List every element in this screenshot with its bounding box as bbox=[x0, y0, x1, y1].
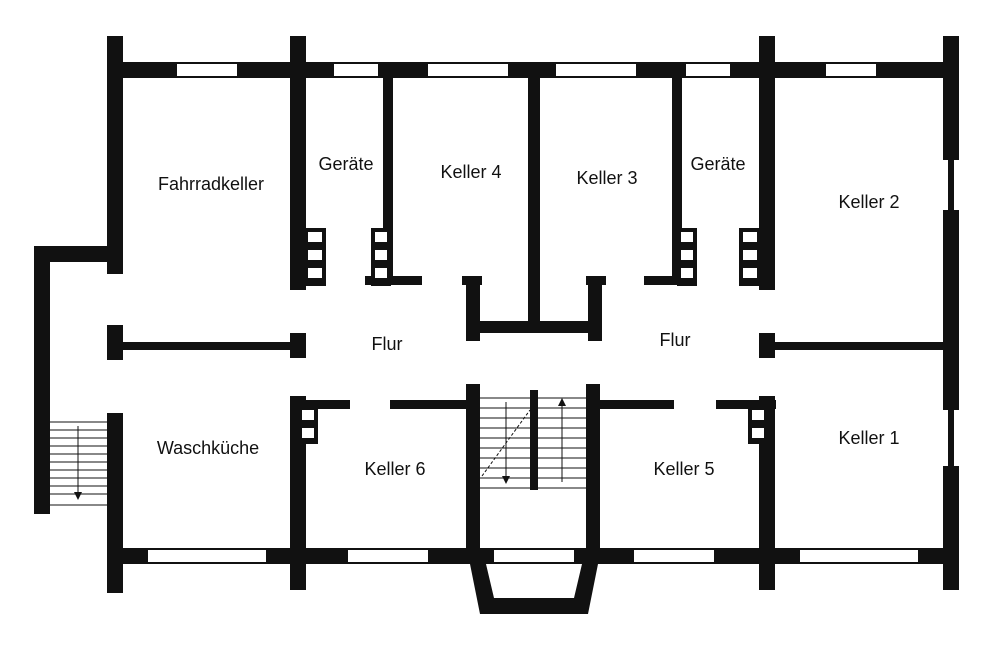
left-wall-upper bbox=[107, 62, 123, 274]
wall-stub bbox=[716, 400, 776, 409]
wall-stub bbox=[290, 333, 306, 358]
wall-stairs-keller5 bbox=[586, 384, 600, 564]
window bbox=[634, 550, 714, 562]
wall-stub bbox=[759, 333, 775, 358]
room-labels: Fahrradkeller Geräte Keller 4 Keller 3 G… bbox=[157, 154, 900, 479]
outer-walls bbox=[107, 36, 959, 614]
room-label-keller5: Keller 5 bbox=[653, 459, 714, 479]
window bbox=[428, 64, 508, 76]
room-label-geraete-left: Geräte bbox=[318, 154, 373, 174]
right-wall-inner bbox=[948, 408, 954, 468]
room-label-keller6: Keller 6 bbox=[364, 459, 425, 479]
room-label-keller1: Keller 1 bbox=[838, 428, 899, 448]
room-label-geraete-right: Geräte bbox=[690, 154, 745, 174]
shafts bbox=[298, 228, 768, 444]
wall-keller3-geraete bbox=[672, 62, 682, 284]
window bbox=[148, 550, 266, 562]
wall-stub bbox=[644, 276, 680, 285]
wall-keller6-stairs bbox=[466, 384, 480, 564]
wall-geraete-keller2 bbox=[759, 62, 775, 290]
window bbox=[556, 64, 636, 76]
room-label-keller2: Keller 2 bbox=[838, 192, 899, 212]
room-label-flur-left: Flur bbox=[372, 334, 403, 354]
inner-walls bbox=[107, 62, 959, 564]
right-wall bbox=[943, 210, 959, 410]
wall-keller4-keller3 bbox=[528, 62, 540, 326]
down-arrow-icon bbox=[502, 476, 510, 484]
room-label-keller4: Keller 4 bbox=[440, 162, 501, 182]
room-label-fahrradkeller: Fahrradkeller bbox=[158, 174, 264, 194]
window bbox=[686, 64, 730, 76]
wall-geraete-keller4 bbox=[383, 62, 393, 284]
wall-fahrrad-geraete bbox=[290, 62, 306, 290]
left-annex bbox=[34, 246, 123, 514]
room-label-keller3: Keller 3 bbox=[576, 168, 637, 188]
wall-corridor-right bbox=[770, 342, 959, 350]
window bbox=[348, 550, 428, 562]
wall-stub bbox=[390, 400, 470, 409]
down-arrow-icon bbox=[74, 492, 82, 500]
wall-corridor-left bbox=[107, 342, 297, 350]
wall-stub bbox=[365, 276, 422, 285]
wall-corner-bottom-left bbox=[107, 548, 123, 590]
window bbox=[800, 550, 918, 562]
central-stairs bbox=[480, 397, 586, 489]
right-wall-inner bbox=[948, 158, 954, 211]
room-label-waschkueche: Waschküche bbox=[157, 438, 259, 458]
wall-stub bbox=[290, 400, 350, 409]
room-label-flur-right: Flur bbox=[660, 330, 691, 350]
stair-divider bbox=[530, 390, 538, 490]
annex-stairs bbox=[50, 421, 107, 506]
up-arrow-icon bbox=[558, 398, 566, 406]
right-wall bbox=[943, 62, 959, 160]
window bbox=[494, 550, 574, 562]
wall-u-bottom bbox=[466, 321, 602, 333]
wall-corner-bottom-right bbox=[943, 548, 959, 590]
window bbox=[334, 64, 378, 76]
wall-stub bbox=[596, 400, 674, 409]
window bbox=[177, 64, 237, 76]
annex-top-wall bbox=[34, 246, 123, 262]
bottom-bay bbox=[470, 564, 598, 614]
window bbox=[826, 64, 876, 76]
annex-left-wall bbox=[34, 246, 50, 514]
